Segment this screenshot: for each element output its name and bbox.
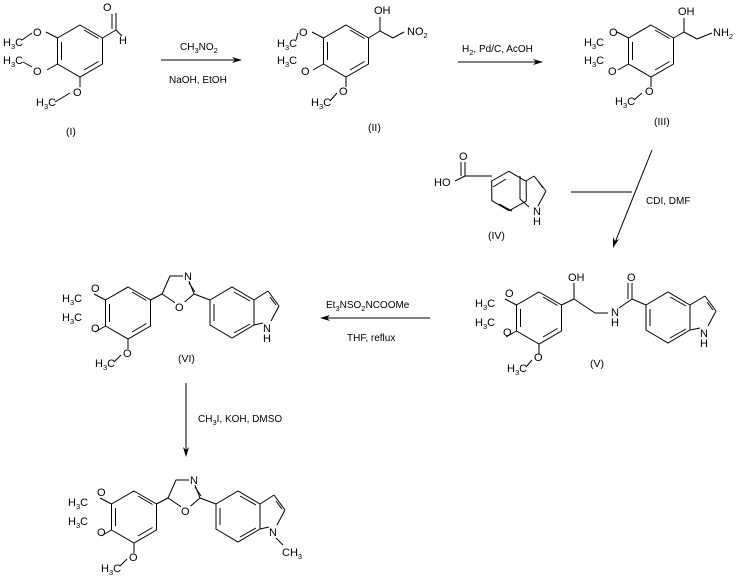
compound-label-II: (II) xyxy=(368,122,381,134)
svg-text:H3C: H3C xyxy=(95,358,115,372)
reaction-arrow-step4: Et3NSO2NCOOMe THF, reflux xyxy=(320,300,430,344)
atom-O: O xyxy=(33,27,42,39)
compound-VII: N O N CH3 O H3C H3C O O H3C xyxy=(68,474,302,577)
svg-text:H3C: H3C xyxy=(68,497,88,511)
compound-I: O H O H3C H3C O O H3C (I) xyxy=(3,2,127,138)
compound-V: OH N H O N H O H3C H3C O O H3C (V) xyxy=(475,272,717,377)
svg-text:OH: OH xyxy=(374,5,391,17)
svg-text:H3C: H3C xyxy=(475,317,495,331)
reagent-cdi-dmf: CDI, DMF xyxy=(646,196,690,207)
reaction-arrow-step1: CH3NO2 NaOH, EtOH xyxy=(161,42,242,86)
svg-text:O: O xyxy=(299,27,308,39)
svg-text:O: O xyxy=(608,66,617,78)
svg-text:O: O xyxy=(129,552,138,564)
svg-text:O: O xyxy=(609,27,618,39)
svg-text:H3C: H3C xyxy=(507,363,527,377)
svg-text:H3C: H3C xyxy=(3,37,23,51)
svg-text:O: O xyxy=(505,288,514,300)
svg-text:N: N xyxy=(263,323,271,335)
svg-text:O: O xyxy=(534,352,543,364)
svg-text:O: O xyxy=(459,151,468,163)
svg-text:N: N xyxy=(533,206,541,218)
svg-text:N: N xyxy=(269,527,277,539)
svg-text:H: H xyxy=(263,333,271,345)
svg-text:O: O xyxy=(123,348,132,360)
compound-VI: N O N H O H3C H3C O O H3C (VI) xyxy=(62,270,280,372)
svg-text:H3C: H3C xyxy=(311,97,331,111)
svg-text:H3C: H3C xyxy=(62,312,82,326)
svg-text:H: H xyxy=(611,317,619,329)
svg-text:O: O xyxy=(627,272,636,284)
svg-text:O: O xyxy=(175,302,184,314)
svg-text:H3C: H3C xyxy=(475,298,495,312)
svg-text:H3C: H3C xyxy=(62,293,82,307)
atom-O: O xyxy=(33,66,42,78)
reagent-thf-reflux: THF, reflux xyxy=(347,333,395,344)
atom-H: H xyxy=(119,35,127,47)
svg-text:H3C: H3C xyxy=(3,55,23,69)
svg-text:O: O xyxy=(97,487,106,499)
svg-text:H3C: H3C xyxy=(584,55,604,69)
reaction-arrow-step2: H2, Pd/C, AcOH xyxy=(458,44,543,65)
svg-text:H3C: H3C xyxy=(277,55,297,69)
compound-label-V: (V) xyxy=(590,358,604,370)
svg-text:O: O xyxy=(503,327,512,339)
compound-label-VI: (VI) xyxy=(178,353,195,365)
svg-text:CH3NO2: CH3NO2 xyxy=(180,42,218,55)
svg-text:Et3NSO2NCOOMe: Et3NSO2NCOOMe xyxy=(326,300,410,313)
svg-text:H3C: H3C xyxy=(584,37,604,51)
svg-text:N: N xyxy=(611,307,619,319)
reaction-arrow-step3: CDI, DMF xyxy=(571,149,690,248)
compound-IV: N H O HO (IV) xyxy=(434,151,547,242)
svg-text:O: O xyxy=(91,323,100,335)
atom-O: O xyxy=(103,2,112,14)
svg-text:H3C: H3C xyxy=(68,516,88,530)
svg-text:H3C: H3C xyxy=(277,38,297,52)
svg-text:H2, Pd/C, AcOH: H2, Pd/C, AcOH xyxy=(462,44,533,57)
svg-text:CH3: CH3 xyxy=(282,547,302,561)
svg-text:N: N xyxy=(184,271,192,283)
compound-label-III: (III) xyxy=(654,116,670,128)
svg-text:OH: OH xyxy=(678,6,695,18)
atom-O: O xyxy=(73,87,82,99)
svg-text:OH: OH xyxy=(568,272,585,284)
svg-text:O: O xyxy=(339,86,348,98)
compound-III: OH NH2 O H3C H3C O O H3C (III) xyxy=(584,6,733,128)
svg-text:NO2: NO2 xyxy=(407,26,428,40)
reagent-naoh-etoh: NaOH, EtOH xyxy=(169,75,227,86)
svg-text:H: H xyxy=(700,338,708,350)
svg-text:O: O xyxy=(97,527,106,539)
svg-text:NH2: NH2 xyxy=(713,27,733,41)
svg-text:N: N xyxy=(190,475,198,487)
svg-text:N: N xyxy=(700,328,708,340)
svg-text:O: O xyxy=(301,66,310,78)
svg-text:H3C: H3C xyxy=(101,563,121,577)
svg-text:HO: HO xyxy=(434,177,451,189)
compound-II: OH NO2 O H3C H3C O O H3C (II) xyxy=(277,5,428,134)
svg-text:O: O xyxy=(645,86,654,98)
svg-text:O: O xyxy=(181,506,190,518)
svg-text:CH3I, KOH, DMSO: CH3I, KOH, DMSO xyxy=(198,414,282,427)
svg-text:O: O xyxy=(91,283,100,295)
compound-label-I: (I) xyxy=(66,126,76,138)
svg-text:H: H xyxy=(533,216,541,228)
svg-text:H3C: H3C xyxy=(36,97,56,111)
compound-label-IV: (IV) xyxy=(488,230,505,242)
reaction-arrow-step5: CH3I, KOH, DMSO xyxy=(183,383,282,457)
svg-text:H3C: H3C xyxy=(615,96,635,110)
